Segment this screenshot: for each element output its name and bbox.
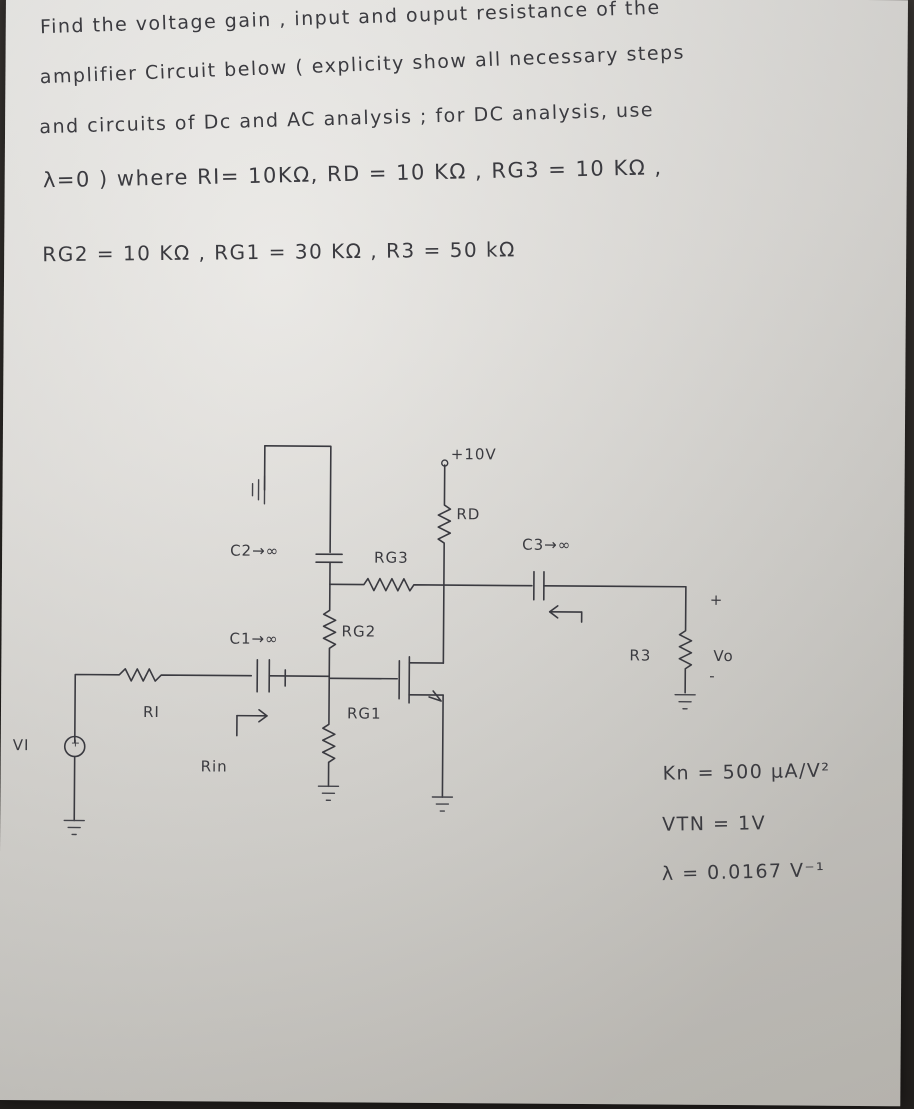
- rg2-resistor: [322, 583, 337, 680]
- c2-capacitor: [315, 553, 343, 564]
- vi-source-plus: +: [71, 736, 81, 749]
- nmos-transistor: [398, 656, 445, 704]
- drain-output-wire: [443, 584, 533, 587]
- r3-label: R3: [629, 646, 651, 664]
- supply-terminal: [441, 459, 449, 467]
- rg3-label: RG3: [374, 549, 409, 567]
- c2-ground-symbol: [251, 445, 266, 505]
- ri-resistor: [73, 668, 253, 744]
- source-ground-symbol: [431, 796, 454, 812]
- c1-capacitor: [256, 658, 271, 693]
- rg1-resistor: [321, 677, 336, 788]
- c3-to-load-wire: [543, 584, 687, 588]
- vo-plus-sign: +: [710, 591, 724, 609]
- vi-label: VI: [13, 736, 30, 754]
- vtn-parameter: VTN = 1V: [662, 812, 767, 836]
- rin-arrow: [236, 708, 268, 737]
- c2-top-wire: [264, 445, 332, 554]
- rg2-label: RG2: [341, 622, 376, 640]
- rd-label: RD: [456, 505, 480, 523]
- source-wire: [441, 694, 444, 798]
- rg1-label: RG1: [347, 704, 382, 722]
- rin-label: Rin: [201, 757, 228, 775]
- c3-capacitor: [532, 570, 545, 601]
- supply-label: +10V: [451, 445, 497, 463]
- vi-ground-symbol: [63, 819, 85, 836]
- ri-label: RI: [143, 703, 160, 721]
- drain-wire: [442, 584, 445, 664]
- r3-resistor: [678, 585, 693, 694]
- rg3-resistor: [329, 577, 445, 592]
- c3-label: C3→∞: [522, 536, 571, 554]
- lambda-parameter: λ = 0.0167 V⁻¹: [661, 859, 826, 886]
- c2-label: C2→∞: [230, 542, 279, 560]
- c1-label: C1→∞: [229, 630, 278, 648]
- rg1-ground-symbol: [317, 785, 340, 801]
- rd-resistor: [437, 464, 452, 586]
- rout-arrow: [548, 605, 583, 623]
- r3-ground-symbol: [674, 693, 696, 710]
- vo-minus-sign: -: [709, 667, 716, 685]
- kn-parameter: Kn = 500 μA/V²: [662, 759, 831, 785]
- vo-label: Vo: [713, 647, 733, 665]
